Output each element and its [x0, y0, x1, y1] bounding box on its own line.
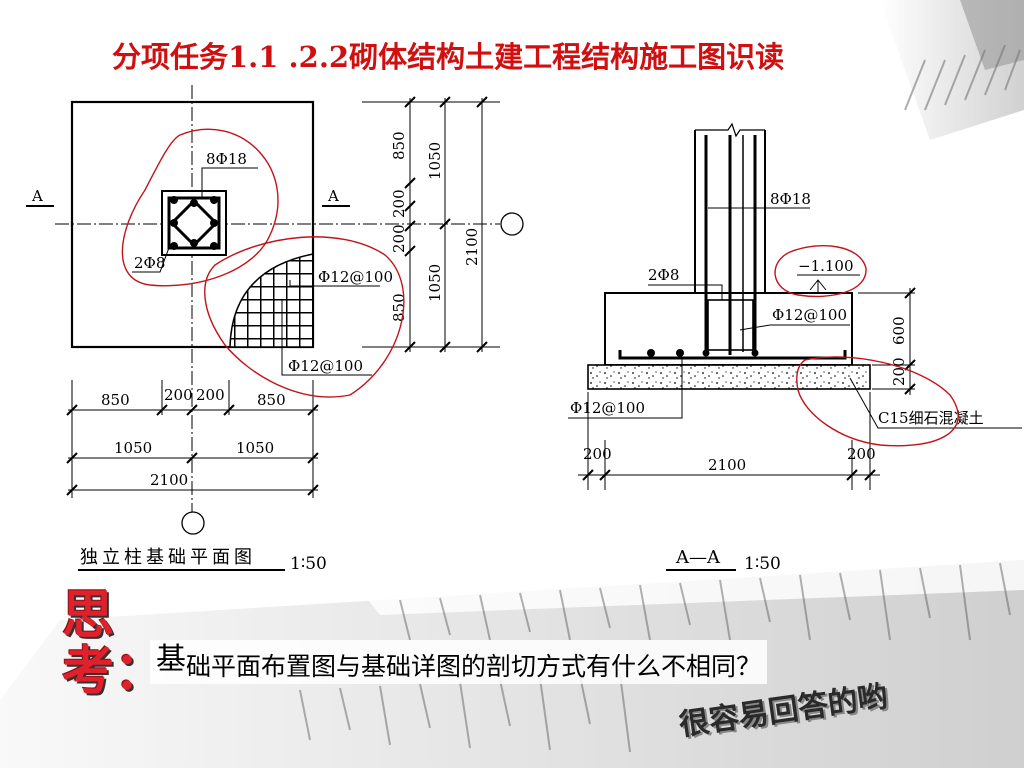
svg-text:200: 200	[164, 386, 193, 404]
svg-text:200: 200	[390, 224, 408, 253]
annotation-circles	[121, 128, 959, 447]
svg-text:850: 850	[390, 131, 408, 160]
plan-label-mesh-2: Φ12@100	[288, 357, 363, 375]
question-first-char: 基	[156, 642, 186, 677]
svg-text:200: 200	[196, 386, 225, 404]
plan-rebar-mesh	[229, 253, 314, 348]
plan-scale: 1∶50	[290, 554, 327, 574]
section-label-2phi8: 2Φ8	[648, 266, 679, 284]
svg-text:1050: 1050	[426, 142, 444, 180]
svg-text:1050: 1050	[114, 439, 152, 457]
think-label: 思考：	[62, 585, 167, 702]
plan-label-mesh-1: Φ12@100	[318, 268, 393, 286]
foundation-plan: A A 8Φ18 2Φ8 Φ12@100 Φ12@100	[26, 85, 524, 574]
svg-text:200: 200	[583, 445, 612, 463]
section-mark-left: A	[26, 187, 54, 207]
plan-dims-right	[362, 96, 500, 353]
svg-text:2100: 2100	[463, 228, 481, 266]
question-text: 基础平面布置图与基础详图的剖切方式有什么不相同？	[150, 640, 768, 684]
svg-text:600: 600	[890, 316, 908, 345]
section-scale: 1∶50	[744, 554, 781, 574]
svg-text:A: A	[327, 187, 339, 205]
svg-text:1050: 1050	[236, 439, 274, 457]
section-elevation: −1.100	[798, 257, 854, 275]
plan-dims-bottom	[66, 380, 319, 498]
svg-text:200: 200	[390, 189, 408, 218]
svg-text:850: 850	[257, 391, 286, 409]
question-rest: 础平面布置图与基础详图的剖切方式有什么不相同？	[186, 652, 762, 681]
plan-label-8phi18: 8Φ18	[206, 150, 247, 168]
svg-text:A: A	[31, 187, 43, 205]
svg-text:850: 850	[101, 391, 130, 409]
section-label-8phi18: 8Φ18	[770, 190, 811, 208]
svg-text:850: 850	[390, 293, 408, 322]
plan-axis-bubble-bottom	[181, 511, 205, 535]
svg-text:200: 200	[847, 445, 876, 463]
svg-text:2100: 2100	[150, 471, 188, 489]
section-label-mesh-bottom: Φ12@100	[570, 399, 645, 417]
plan-label-2phi8: 2Φ8	[134, 254, 165, 272]
slide-title: 分项任务1.1 .2.2砌体结构土建工程结构施工图识读	[112, 40, 785, 74]
drawing: A A 8Φ18 2Φ8 Φ12@100 Φ12@100	[26, 85, 1022, 574]
section-label-cushion: C15细石混凝土	[878, 409, 984, 427]
section-aa: 8Φ18 2Φ8 −1.100 Φ12@100 Φ12@100 C15细石混凝土	[568, 122, 1022, 574]
plan-axis-bubble-right	[500, 212, 524, 236]
plan-caption: 独立柱基础平面图	[80, 547, 256, 568]
svg-text:200: 200	[890, 357, 908, 386]
section-caption: A—A	[675, 547, 721, 568]
svg-text:2100: 2100	[708, 456, 746, 474]
plan-column	[161, 190, 227, 256]
section-label-mesh-top: Φ12@100	[772, 306, 847, 324]
svg-text:1050: 1050	[426, 264, 444, 302]
section-mark-right: A	[322, 187, 350, 207]
